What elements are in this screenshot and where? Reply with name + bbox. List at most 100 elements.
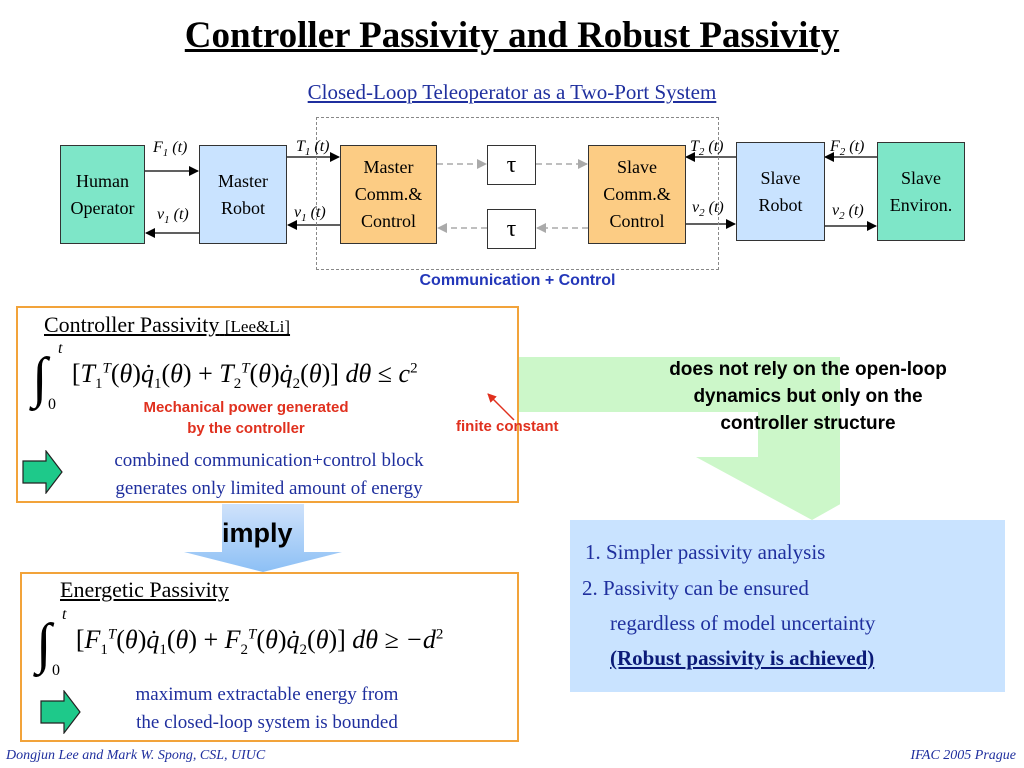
inequality-sign: ≤ <box>377 359 393 388</box>
signal-v2-right-label: v2 (t) <box>832 202 864 222</box>
signal-f2-label: F2 (t) <box>830 138 864 158</box>
signal-arg: (t) <box>844 202 864 219</box>
inequality-sign: ≥ <box>384 625 399 654</box>
controller-passivity-conclusion: combined communication+control block gen… <box>64 447 474 503</box>
block-label-line: Master <box>218 170 268 191</box>
footer-venue: IFAC 2005 Prague <box>910 748 1016 763</box>
signal-base: v <box>692 199 700 216</box>
controller-passivity-panel <box>16 306 519 503</box>
block-label-line: Control <box>609 211 665 231</box>
signal-sub: 2 <box>839 210 845 223</box>
energetic-passivity-panel <box>20 572 519 742</box>
result-item-2-continued: regardless of model uncertainty <box>610 611 876 635</box>
energetic-passivity-conclusion: maximum extractable energy from the clos… <box>84 681 450 737</box>
bound-symbol: c <box>398 359 411 388</box>
note-line: maximum extractable energy from <box>135 684 399 705</box>
slide-subtitle: Closed-Loop Teleoperator as a Two-Port S… <box>307 80 717 104</box>
bound-exponent: 2 <box>410 360 418 377</box>
note-line: the closed-loop system is bounded <box>136 712 398 733</box>
signal-arg: (t) <box>704 199 724 216</box>
signal-arg: (t) <box>169 206 189 223</box>
green-right-arrow-icon <box>40 690 81 734</box>
integral-upper-limit: t <box>58 340 63 357</box>
signal-t2-label: T2 (t) <box>690 138 724 158</box>
signal-base: F <box>153 139 163 156</box>
signal-sub: 1 <box>164 214 170 227</box>
signal-arg: (t) <box>704 138 724 155</box>
slide-title: Controller Passivity and Robust Passivit… <box>184 15 840 56</box>
signal-sub: 1 <box>162 147 169 160</box>
signal-t1-label: T1 (t) <box>296 138 330 158</box>
signal-sub: 2 <box>699 207 705 220</box>
signal-arg: (t) <box>168 139 188 156</box>
note-line: does not rely on the open-loop <box>669 359 947 380</box>
signal-base: T <box>690 138 699 155</box>
note-line: controller structure <box>720 413 896 434</box>
integral-upper-limit: t <box>62 606 67 623</box>
block-label-line: Comm.& <box>354 184 423 204</box>
result-item-1: 1. Simpler passivity analysis <box>585 540 826 564</box>
note-line: by the controller <box>187 420 305 437</box>
block-label-line: Environ. <box>889 194 953 215</box>
controller-structure-note: does not rely on the open-loop dynamics … <box>622 356 994 437</box>
block-label-line: Control <box>360 211 416 231</box>
note-line: generates only limited amount of energy <box>115 478 423 499</box>
constant-pointer-arrow <box>487 393 515 421</box>
backward-delay-block: τ <box>487 209 536 249</box>
signal-arg: (t) <box>310 138 330 155</box>
result-item-2-emphasis: (Robust passivity is achieved) <box>610 646 875 670</box>
integrand: [F1T(θ)q̇1(θ) + F2T(θ)q̇2(θ)] dθ ≥ −d2 <box>75 625 444 659</box>
block-label-line: Slave <box>760 167 801 188</box>
signal-base: F <box>830 138 840 155</box>
signal-f1-label: F1 (t) <box>153 139 187 159</box>
signal-base: T <box>296 138 305 155</box>
note-line: dynamics but only on the <box>693 386 923 407</box>
signal-sub: 1 <box>304 146 311 159</box>
signal-sub: 2 <box>839 146 846 159</box>
finite-constant-note: finite constant <box>456 418 559 435</box>
block-label-line: Slave <box>901 167 941 188</box>
signal-base: v <box>157 206 165 223</box>
integral-sign: ∫ <box>32 347 48 409</box>
signal-arg: (t) <box>845 138 865 155</box>
signal-v1-mid-label: v1 (t) <box>294 204 326 224</box>
result-item-2: 2. Passivity can be ensured <box>582 576 809 600</box>
integral-sign: ∫ <box>36 613 52 675</box>
block-label-line: Slave <box>616 157 657 177</box>
energetic-passivity-inequality: ∫ t 0 [F1T(θ)q̇1(θ) + F2T(θ)q̇2(θ)] dθ ≥… <box>36 606 443 679</box>
block-label-line: Comm.& <box>603 184 671 204</box>
forward-delay-block: τ <box>487 145 536 185</box>
signal-arg: (t) <box>306 204 326 221</box>
integrand: [T1T(θ)q̇1(θ) + T2T(θ)q̇2(θ)] dθ ≤ c2 <box>71 359 418 393</box>
note-line: Mechanical power generated <box>143 399 349 416</box>
controller-passivity-title: Controller Passivity [Lee&Li] <box>44 312 290 338</box>
block-label-line: Master <box>363 157 414 177</box>
signal-base: v <box>832 202 840 219</box>
implies-down-arrow <box>184 504 342 572</box>
result-summary-box <box>570 520 1005 692</box>
integral-lower-limit: 0 <box>52 662 60 679</box>
implies-label: imply <box>222 518 293 548</box>
communication-control-region <box>316 117 719 270</box>
note-line: combined communication+control block <box>114 450 424 471</box>
integral-lower-limit: 0 <box>48 396 56 413</box>
panel-title-text: Controller Passivity <box>44 312 220 337</box>
signal-base: v <box>294 204 302 221</box>
block-label-line: Human <box>76 170 129 191</box>
signal-sub: 1 <box>301 212 307 225</box>
implication-arrow <box>500 357 840 520</box>
signal-sub: 2 <box>698 146 705 159</box>
communication-control-label: Communication + Control <box>419 272 616 289</box>
block-diagram-connectors <box>145 152 877 238</box>
block-label-line: Robot <box>758 194 803 215</box>
mechanical-power-note: Mechanical power generated by the contro… <box>110 397 382 439</box>
bound-exponent: 2 <box>435 626 444 643</box>
signal-v1-left-label: v1 (t) <box>157 206 189 226</box>
controller-passivity-inequality: ∫ t 0 [T1T(θ)q̇1(θ) + T2T(θ)q̇2(θ)] dθ ≤… <box>32 340 418 413</box>
footer-authors: Dongjun Lee and Mark W. Spong, CSL, UIUC <box>6 748 266 763</box>
